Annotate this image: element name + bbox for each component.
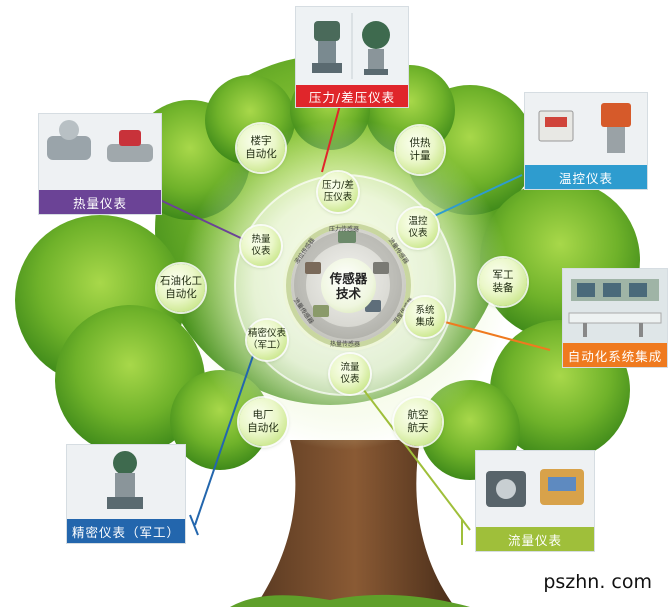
card-heat-instrument: 热量仪表 (38, 113, 162, 215)
card-pressure-instrument: 压力/差压仪表 (295, 6, 409, 108)
ring-label-4: 热量传感器 (330, 341, 361, 348)
connector-temp (429, 174, 523, 219)
node-power-plant-automation: 电厂 自动化 (239, 398, 287, 446)
node-military-equipment: 军工 装备 (479, 258, 527, 306)
connector-precision (194, 349, 256, 526)
precision-transmitter-photo (67, 445, 185, 519)
card-label-pressure: 压力/差压仪表 (296, 85, 408, 107)
ring-label-1: 压力传感器 (329, 226, 360, 233)
node-flow-instrument: 流量 仪表 (330, 354, 370, 394)
card-label-heat: 热量仪表 (39, 190, 161, 214)
temperature-controller-photo (525, 93, 647, 165)
card-flow-instrument: 流量仪表 (475, 450, 595, 552)
card-temp-instrument: 温控仪表 (524, 92, 648, 190)
sensor-technology-core: 传感器 技术 (321, 258, 376, 313)
center-title: 传感器 技术 (329, 270, 368, 301)
card-label-precision: 精密仪表（军工） (67, 519, 185, 543)
card-label-temp: 温控仪表 (525, 165, 647, 189)
pressure-transmitter-photo (296, 7, 408, 85)
watermark: pszhn. com (539, 571, 656, 593)
node-petrochemical-automation: 石油化工 自动化 (157, 264, 205, 312)
connector-heat (159, 199, 246, 241)
node-temp-instrument: 温控 仪表 (398, 208, 438, 248)
node-system-integration: 系统 集成 (405, 297, 445, 337)
grass (230, 594, 470, 607)
connector-pressure (321, 104, 341, 173)
heat-meter-photo (39, 114, 161, 190)
node-aerospace: 航空 航天 (394, 398, 442, 446)
card-label-automation: 自动化系统集成 (563, 343, 667, 367)
connector-flow (359, 384, 471, 531)
node-pressure-instrument: 压力/差 压仪表 (318, 172, 358, 212)
card-automation-system: 自动化系统集成 (562, 268, 668, 368)
card-label-flow: 流量仪表 (476, 527, 594, 551)
tree-trunk (255, 440, 455, 607)
node-heating-metering: 供热 计量 (396, 126, 444, 174)
card-precision-instrument: 精密仪表（军工） (66, 444, 186, 544)
node-precision-instrument: 精密仪表 （军工） (247, 320, 287, 360)
flow-meter-photo (476, 451, 594, 527)
connector-automation (429, 317, 551, 351)
node-heat-instrument: 热量 仪表 (241, 226, 281, 266)
control-room-photo (563, 269, 667, 343)
node-building-automation: 楼宇 自动化 (237, 124, 285, 172)
